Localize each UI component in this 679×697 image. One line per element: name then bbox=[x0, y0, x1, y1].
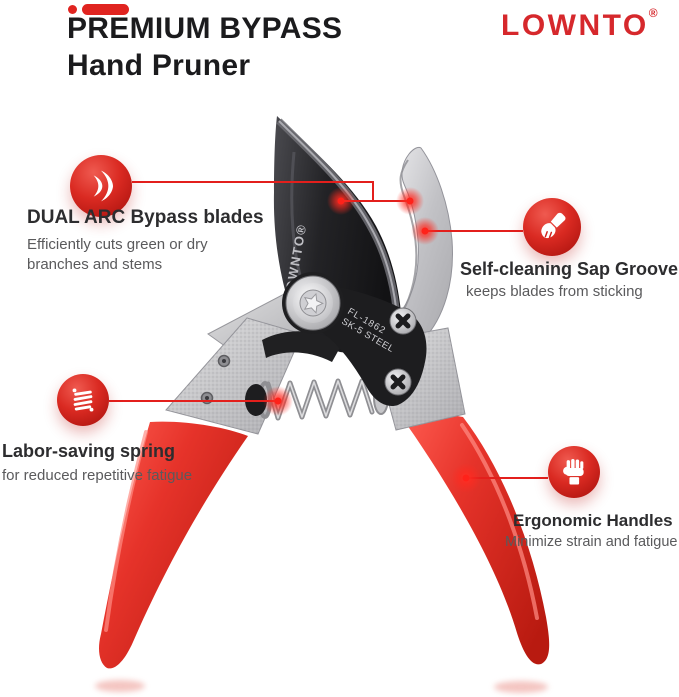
page-title-line1: PREMIUM BYPASS bbox=[67, 12, 343, 45]
phillips-screw-bottom bbox=[384, 368, 412, 396]
dual-arc-blades-icon bbox=[93, 170, 113, 202]
callout-target-dots bbox=[263, 187, 481, 493]
registered-mark: ® bbox=[648, 6, 658, 20]
callout-desc-sap-groove: keeps blades from sticking bbox=[466, 283, 643, 300]
callout-circle-spring bbox=[57, 374, 109, 426]
brand-name: LOWNTO bbox=[501, 9, 649, 42]
pivot-bolt bbox=[282, 272, 344, 334]
callout-circle-handles bbox=[548, 446, 600, 498]
callout-title-blades: DUAL ARC Bypass blades bbox=[27, 207, 264, 228]
callout-title-sap-groove: Self-cleaning Sap Groove bbox=[460, 259, 679, 279]
target-dot-blade-black bbox=[327, 187, 355, 215]
phillips-screw-top bbox=[389, 307, 417, 335]
target-dot-sap-groove bbox=[411, 217, 439, 245]
callout-circle-sap-groove bbox=[523, 198, 581, 256]
left-handle bbox=[99, 421, 248, 669]
floor-reflection-right bbox=[494, 681, 548, 693]
callout-desc-handles: Minimize strain and fatigue bbox=[505, 534, 678, 550]
cleaning-brush-icon bbox=[541, 212, 566, 239]
spring-icon bbox=[72, 388, 94, 412]
accent-bar bbox=[82, 4, 129, 15]
fist-icon bbox=[563, 458, 584, 485]
page-title-line2: Hand Pruner bbox=[67, 49, 251, 82]
callout-title-spring: Labor-saving spring bbox=[2, 441, 176, 461]
target-dot-handle bbox=[451, 463, 481, 493]
accent-dot bbox=[68, 5, 77, 14]
right-handle bbox=[398, 412, 550, 665]
floor-reflection-left bbox=[95, 680, 145, 692]
target-dot-spring bbox=[263, 386, 293, 416]
callout-title-handles: Ergonomic Handles bbox=[513, 511, 673, 530]
callout-desc-blades-line1: Efficiently cuts green or dry bbox=[27, 236, 208, 253]
callout-desc-spring: for reduced repetitive fatigue bbox=[2, 467, 193, 484]
target-dot-blade-silver bbox=[396, 187, 424, 215]
brand-logo: LOWNTO® bbox=[501, 7, 658, 41]
callout-circle-blades bbox=[70, 155, 132, 217]
callout-desc-blades-line2: branches and stems bbox=[27, 256, 163, 273]
